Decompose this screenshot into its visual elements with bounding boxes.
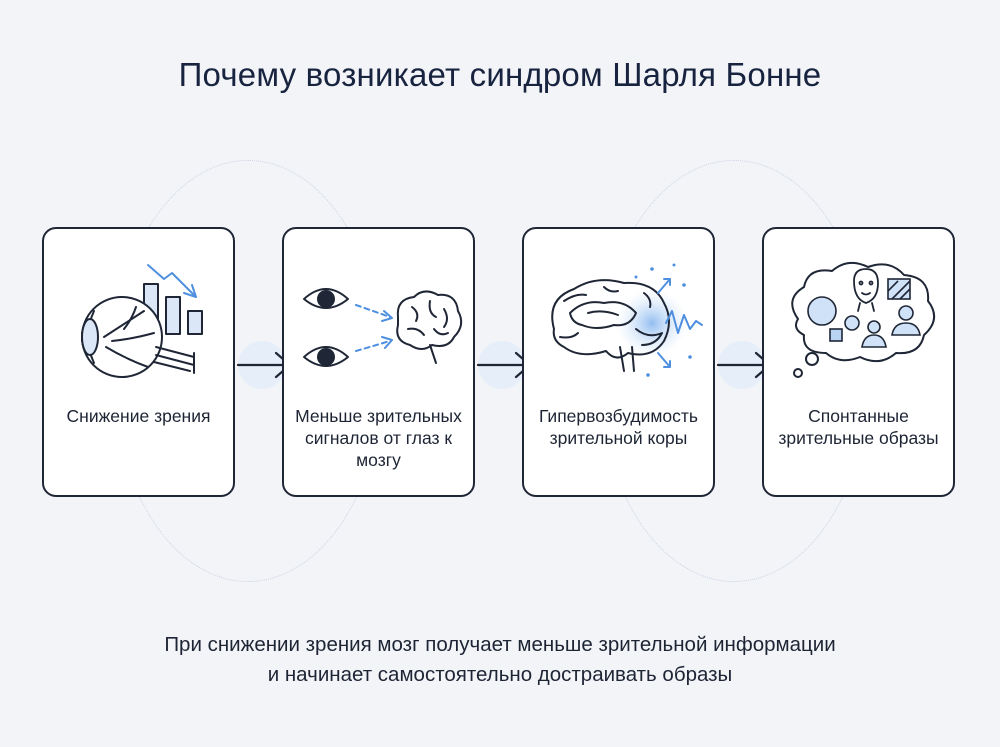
arrow-right-icon [716, 341, 772, 389]
summary-caption: При снижении зрения мозг получает меньше… [0, 630, 1000, 690]
brain-visual-cortex-icon [551, 263, 703, 377]
page-title: Почему возникает синдром Шарля Бонне [178, 56, 822, 93]
step-card-spontaneous-images: Спонтанные зрительные образы [762, 227, 955, 497]
step-label: Спонтанные зрительные образы [778, 406, 939, 448]
thought-bubble-images-icon [791, 261, 935, 378]
caption-line: и начинает самостоятельно достраивать об… [267, 663, 733, 686]
step-label: Снижение зрения [66, 406, 211, 426]
caption-line: При снижении зрения мозг получает меньше… [164, 633, 836, 656]
eye-declining-chart-icon [81, 264, 203, 378]
eyes-to-brain-icon [303, 288, 463, 367]
step-label: Меньше зрительных сигналов от глаз к моз… [295, 406, 462, 470]
step-card-fewer-signals: Меньше зрительных сигналов от глаз к моз… [282, 227, 475, 497]
step-card-cortex-hyperexcitability: Гипервозбудимость зрительной коры [522, 227, 715, 497]
step-label: Гипервозбудимость зрительной коры [538, 406, 699, 448]
step-card-vision-loss: Снижение зрения [42, 227, 235, 497]
